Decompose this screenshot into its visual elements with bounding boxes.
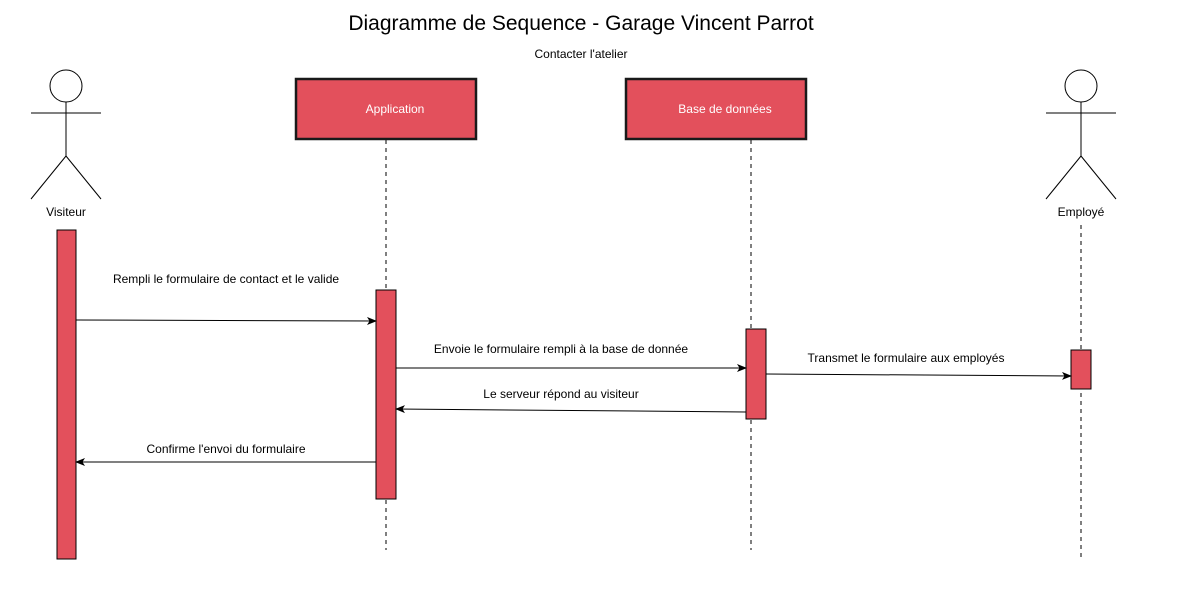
actor-visitor: Visiteur — [30, 69, 102, 219]
activation-employee — [1070, 349, 1092, 390]
participant-database: Base de données — [624, 77, 808, 141]
activation-visitor — [56, 229, 77, 560]
participant-application: Application — [294, 77, 478, 141]
message-arrow — [75, 316, 377, 325]
message-label: Le serveur répond au visiteur — [483, 387, 638, 401]
stick-figure-icon — [1045, 69, 1117, 200]
message-3: Transmet le formulaire aux employés — [765, 351, 1072, 380]
message-label: Rempli le formulaire de contact et le va… — [113, 272, 339, 286]
message-label: Envoie le formulaire rempli à la base de… — [434, 342, 688, 356]
activation-application — [375, 289, 397, 500]
diagram-subtitle: Contacter l'atelier — [535, 47, 628, 61]
message-label: Transmet le formulaire aux employés — [808, 351, 1005, 365]
message-label: Confirme l'envoi du formulaire — [146, 442, 305, 456]
message-4: Le serveur répond au visiteur — [395, 387, 747, 414]
message-2: Envoie le formulaire rempli à la base de… — [396, 342, 747, 372]
participant-database-label: Base de données — [678, 102, 771, 116]
actor-visitor-label: Visiteur — [46, 205, 86, 219]
message-arrow — [765, 371, 1072, 380]
actor-employee-label: Employé — [1058, 205, 1105, 219]
message-1: Rempli le formulaire de contact et le va… — [75, 272, 377, 325]
diagram-title: Diagramme de Sequence - Garage Vincent P… — [348, 12, 814, 35]
activation-database — [745, 328, 767, 420]
stick-figure-icon — [30, 69, 102, 200]
message-5: Confirme l'envoi du formulaire — [75, 442, 376, 466]
participant-application-label: Application — [366, 102, 425, 116]
message-arrow — [395, 405, 747, 414]
actor-employee: Employé — [1045, 69, 1117, 219]
